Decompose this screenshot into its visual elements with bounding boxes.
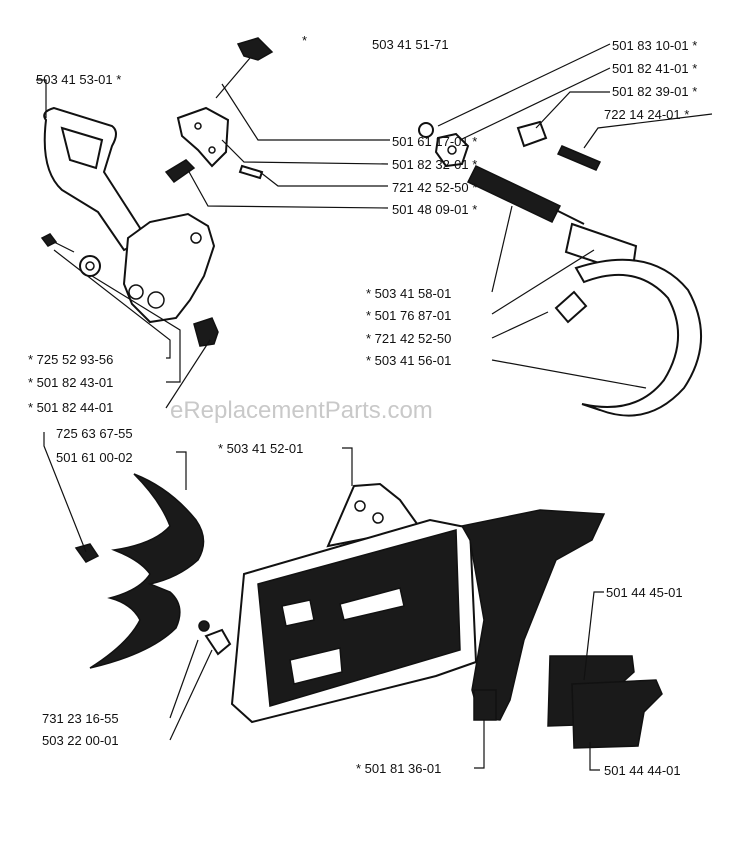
assembly-label: 503 41 51-71 bbox=[372, 37, 449, 52]
bumper-spike-drawing bbox=[74, 473, 232, 669]
leader-lines bbox=[36, 43, 713, 771]
label-501-81-36-01: * 501 81 36-01 bbox=[356, 761, 441, 776]
label-501-82-39-01: 501 82 39-01 * bbox=[612, 84, 697, 99]
label-501-61-00-02: 501 61 00-02 bbox=[56, 450, 133, 465]
watermark: eReplacementParts.com bbox=[170, 397, 433, 424]
label-501-82-44-01: * 501 82 44-01 bbox=[28, 400, 113, 415]
brake-handle-drawing bbox=[43, 106, 216, 324]
label-501-83-10-01: 501 83 10-01 * bbox=[612, 38, 697, 53]
top-star-label: * bbox=[302, 33, 307, 48]
label-721-42-52-50-mid: * 721 42 52-50 bbox=[366, 331, 451, 346]
clutch-cover-drawing bbox=[230, 482, 606, 724]
label-501-61-17-01: 501 61 17-01 * bbox=[392, 134, 477, 149]
label-501-82-43-01: * 501 82 43-01 bbox=[28, 375, 113, 390]
label-722-14-24-01: 722 14 24-01 * bbox=[604, 107, 689, 122]
label-501-48-09-01: 501 48 09-01 * bbox=[392, 202, 477, 217]
label-503-22-00-01: 503 22 00-01 bbox=[42, 733, 119, 748]
label-503-41-56-01: * 503 41 56-01 bbox=[366, 353, 451, 368]
cover-plates-drawing bbox=[547, 655, 663, 749]
left-fasteners bbox=[40, 233, 219, 347]
label-501-44-44-01: 501 44 44-01 bbox=[604, 763, 681, 778]
part-labels: * 503 41 51-71 503 41 53-01 * 501 61 17-… bbox=[28, 33, 697, 778]
label-721-42-52-50-top: 721 42 52-50 * bbox=[392, 180, 477, 195]
label-501-76-87-01: * 501 76 87-01 bbox=[366, 308, 451, 323]
label-731-23-16-55: 731 23 16-55 bbox=[42, 711, 119, 726]
label-503-41-53-01: 503 41 53-01 * bbox=[36, 72, 121, 87]
label-725-63-67-55: 725 63 67-55 bbox=[56, 426, 133, 441]
label-501-82-41-01: 501 82 41-01 * bbox=[612, 61, 697, 76]
handle-small-parts bbox=[164, 37, 274, 184]
label-725-52-93-56: * 725 52 93-56 bbox=[28, 352, 113, 367]
label-501-82-32-01: 501 82 32-01 * bbox=[392, 157, 477, 172]
brake-band-drawing bbox=[418, 120, 703, 417]
label-501-44-45-01: 501 44 45-01 bbox=[606, 585, 683, 600]
label-503-41-52-01: * 503 41 52-01 bbox=[218, 441, 303, 456]
label-503-41-58-01: * 503 41 58-01 bbox=[366, 286, 451, 301]
